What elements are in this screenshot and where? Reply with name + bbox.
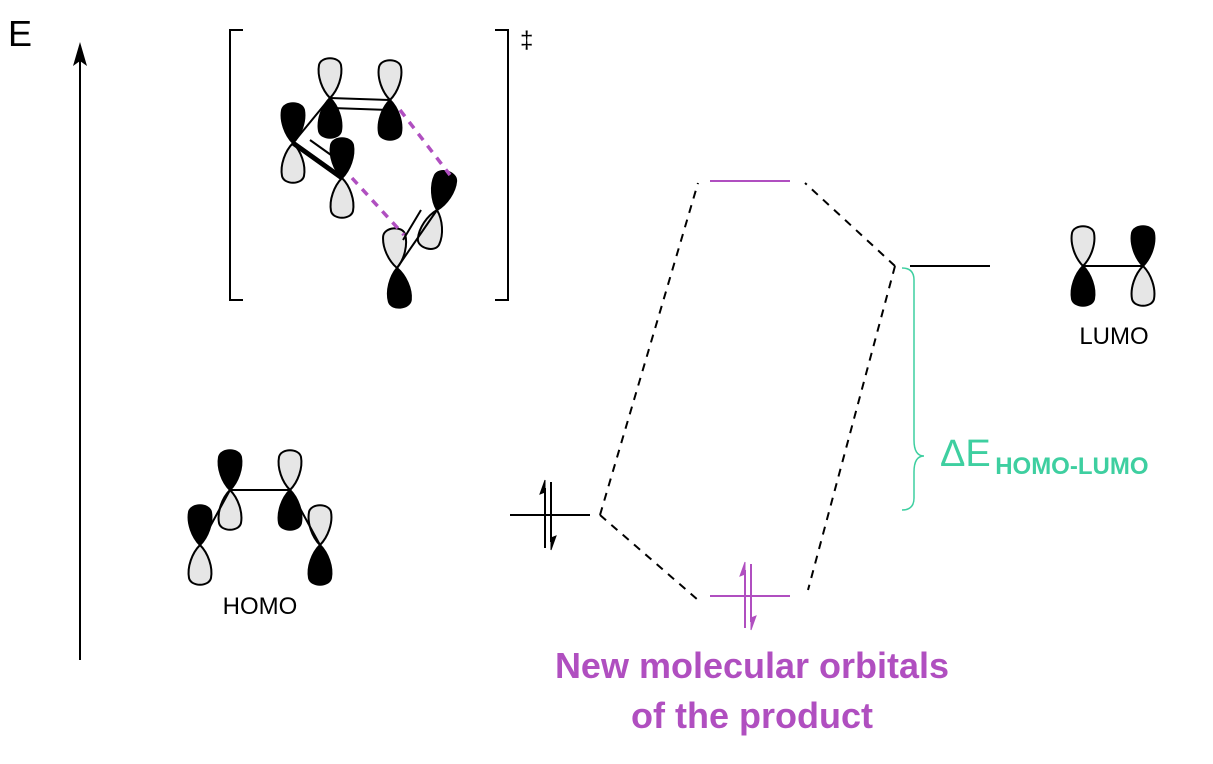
homo-label: HOMO: [223, 593, 298, 620]
homo-lumo-gap: ΔE HOMO-LUMO: [901, 267, 1149, 511]
homo-electron-pair-icon: [539, 479, 557, 551]
arrow-up-icon: [73, 42, 87, 66]
energy-axis-label: E: [8, 13, 32, 54]
transition-state: ‡: [229, 27, 533, 310]
delta-e-label: ΔE HOMO-LUMO: [940, 433, 1149, 480]
correlation-lines: [599, 182, 896, 601]
right-bracket: [495, 29, 509, 301]
lumo-orbital: LUMO: [1070, 225, 1156, 350]
delta-e-symbol: ΔE: [940, 433, 991, 475]
delta-e-subscript: HOMO-LUMO: [995, 453, 1148, 480]
product-caption: New molecular orbitals of the product: [555, 645, 949, 736]
homo-orbital: HOMO: [187, 449, 333, 620]
gap-brace: [901, 267, 925, 511]
homo-lobes: [187, 449, 333, 586]
energy-axis: E: [8, 13, 87, 660]
forming-bonds: [350, 108, 452, 237]
energy-levels: [510, 180, 990, 631]
ts-orbitals: [280, 57, 460, 310]
product-electron-pair-icon: [739, 561, 757, 631]
product-caption-line2: of the product: [631, 695, 873, 736]
ts-bonds: [291, 97, 438, 269]
left-bracket: [229, 29, 243, 301]
homo-bonds: [199, 489, 321, 546]
double-dagger-mark: ‡: [520, 27, 533, 54]
lumo-label: LUMO: [1079, 323, 1148, 350]
product-caption-line1: New molecular orbitals: [555, 645, 949, 686]
